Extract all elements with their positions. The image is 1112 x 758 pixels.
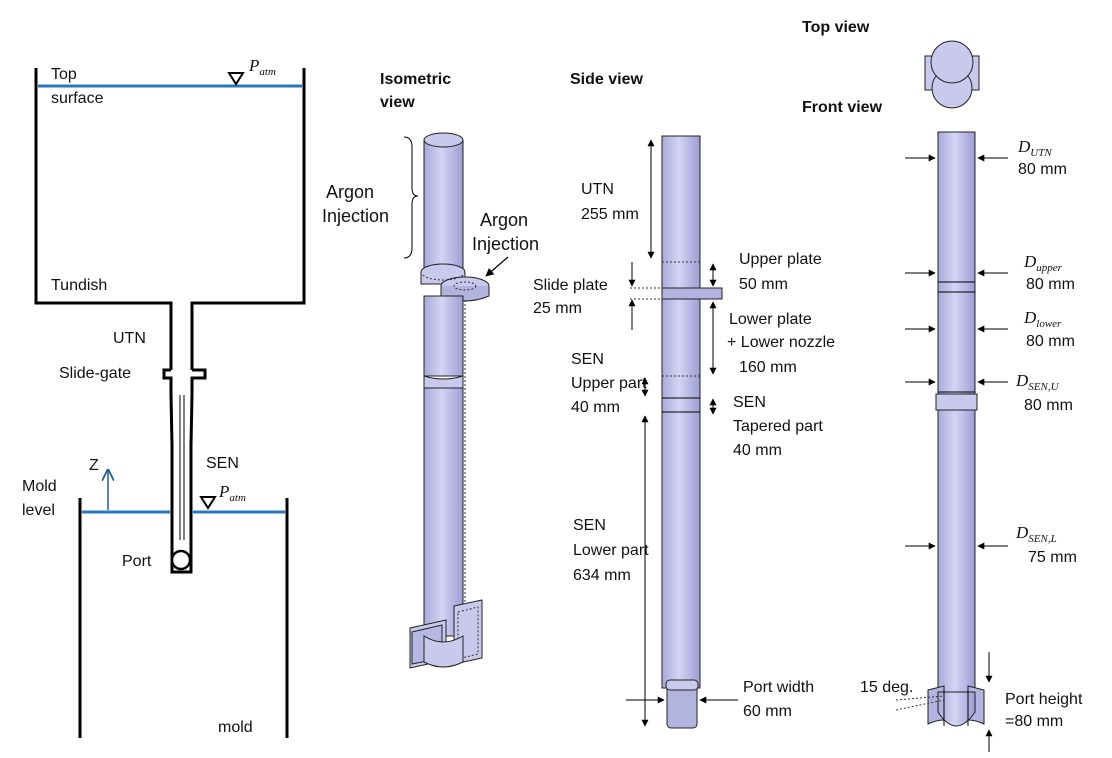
mold-level-label-1: Mold [22,478,57,495]
iso-port-right-dash [457,606,479,660]
sen-upper-label-1: SEN [571,351,604,368]
d-utn-value: 80 mm [1018,161,1067,178]
tundish-right-wall [190,68,306,370]
z-axis-label: Z [89,457,99,474]
utn-label-2: 255 mm [581,206,639,223]
lower-plate-label-2: + Lower nozzle [727,334,835,351]
slide-plate-label-1: Slide plate [533,277,608,294]
lower-plate-label-1: Lower plate [729,311,812,328]
lower-plate-label-3: 160 mm [739,359,797,376]
isometric-title-2: view [380,94,415,111]
iso-sen-bottom [423,635,464,668]
tundish-label: Tundish [51,277,107,294]
angle-dash-2 [895,699,945,711]
d-lower-symbol: Dlower [1023,308,1062,330]
port-width-label-1: Port width [743,679,814,696]
side-view: Side view UTN 255 mm Upper plate 50 mm S… [533,71,835,729]
side-view-title: Side view [570,71,643,88]
front-taper-ring [935,393,978,411]
front-view: Top view Front view DUT [802,19,1083,752]
isometric-title-1: Isometric [380,71,451,88]
argon-right-label-2: Injection [472,234,539,254]
utn-label: UTN [113,330,146,347]
sen-lower-label-1: SEN [573,517,606,534]
sen-lower-label-3: 634 mm [573,567,631,584]
angle-dash-1 [895,695,945,701]
sen-label: SEN [206,455,239,472]
front-nozzle-body [937,131,976,693]
angle-label: 15 deg. [860,679,913,696]
side-slide-plate [661,287,723,300]
top-view-upper-circle [930,40,974,84]
side-port-top [665,679,699,691]
sen-lower-label-2: Lower part [573,542,649,559]
top-level-triangle-icon [227,72,245,86]
port-circle [170,549,192,571]
front-bottom [937,691,976,727]
sen-tapered-label-1: SEN [733,394,766,411]
p-atm-mold: Patm [218,482,246,504]
mold-level-label-2: level [22,502,55,519]
iso-lower-nozzle [423,295,464,377]
d-lower-value: 80 mm [1026,333,1075,350]
iso-utn-body [423,139,464,271]
side-port [666,683,698,729]
utn-label-1: UTN [581,181,614,198]
schematic: Top surface Patm Tundish UTN Slide-gate … [22,56,306,738]
tundish-left-wall [34,68,173,370]
sen-left-wall [162,368,174,540]
top-surface-label-2: surface [51,90,104,107]
iso-plate-dash [420,263,466,281]
mold-label: mold [218,719,253,736]
p-atm-top: Patm [248,56,276,78]
top-view-title: Top view [802,19,870,36]
argon-left-label-2: Injection [322,206,389,226]
port-height-label-2: =80 mm [1005,713,1063,730]
front-view-title: Front view [802,99,883,116]
d-upper-value: 80 mm [1026,276,1075,293]
mold-level-triangle-icon [199,496,217,510]
top-surface-label-1: Top [51,66,77,83]
d-sen-u-symbol: DSEN,U [1015,371,1060,393]
sen-tapered-label-3: 40 mm [733,442,782,459]
iso-slide-hole [453,281,477,291]
isometric-view: Isometric view Argon Injection Argon Inj… [322,71,539,669]
d-utn-symbol: DUTN [1017,137,1052,159]
slide-gate-label: Slide-gate [59,365,131,382]
argon-right-label-1: Argon [480,210,528,230]
port-width-label-2: 60 mm [743,703,792,720]
port-height-label-1: Port height [1005,691,1083,708]
port-label: Port [122,553,152,570]
upper-plate-label-1: Upper plate [739,251,822,268]
iso-utn-top [423,132,464,148]
sen-upper-label-3: 40 mm [571,399,620,416]
iso-sen-lower [423,387,464,637]
argon-brace [403,136,419,259]
argon-left-label-1: Argon [326,182,374,202]
sen-right-wall [189,368,207,540]
upper-plate-label-2: 50 mm [739,276,788,293]
d-sen-l-value: 75 mm [1028,549,1077,566]
d-sen-u-value: 80 mm [1024,397,1073,414]
d-sen-l-symbol: DSEN,L [1015,523,1057,545]
sen-upper-label-2: Upper part [571,375,647,392]
sen-tapered-label-2: Tapered part [733,418,823,435]
argon-right-arrow [485,256,509,277]
slide-plate-label-2: 25 mm [533,300,582,317]
d-upper-symbol: Dupper [1023,252,1063,274]
